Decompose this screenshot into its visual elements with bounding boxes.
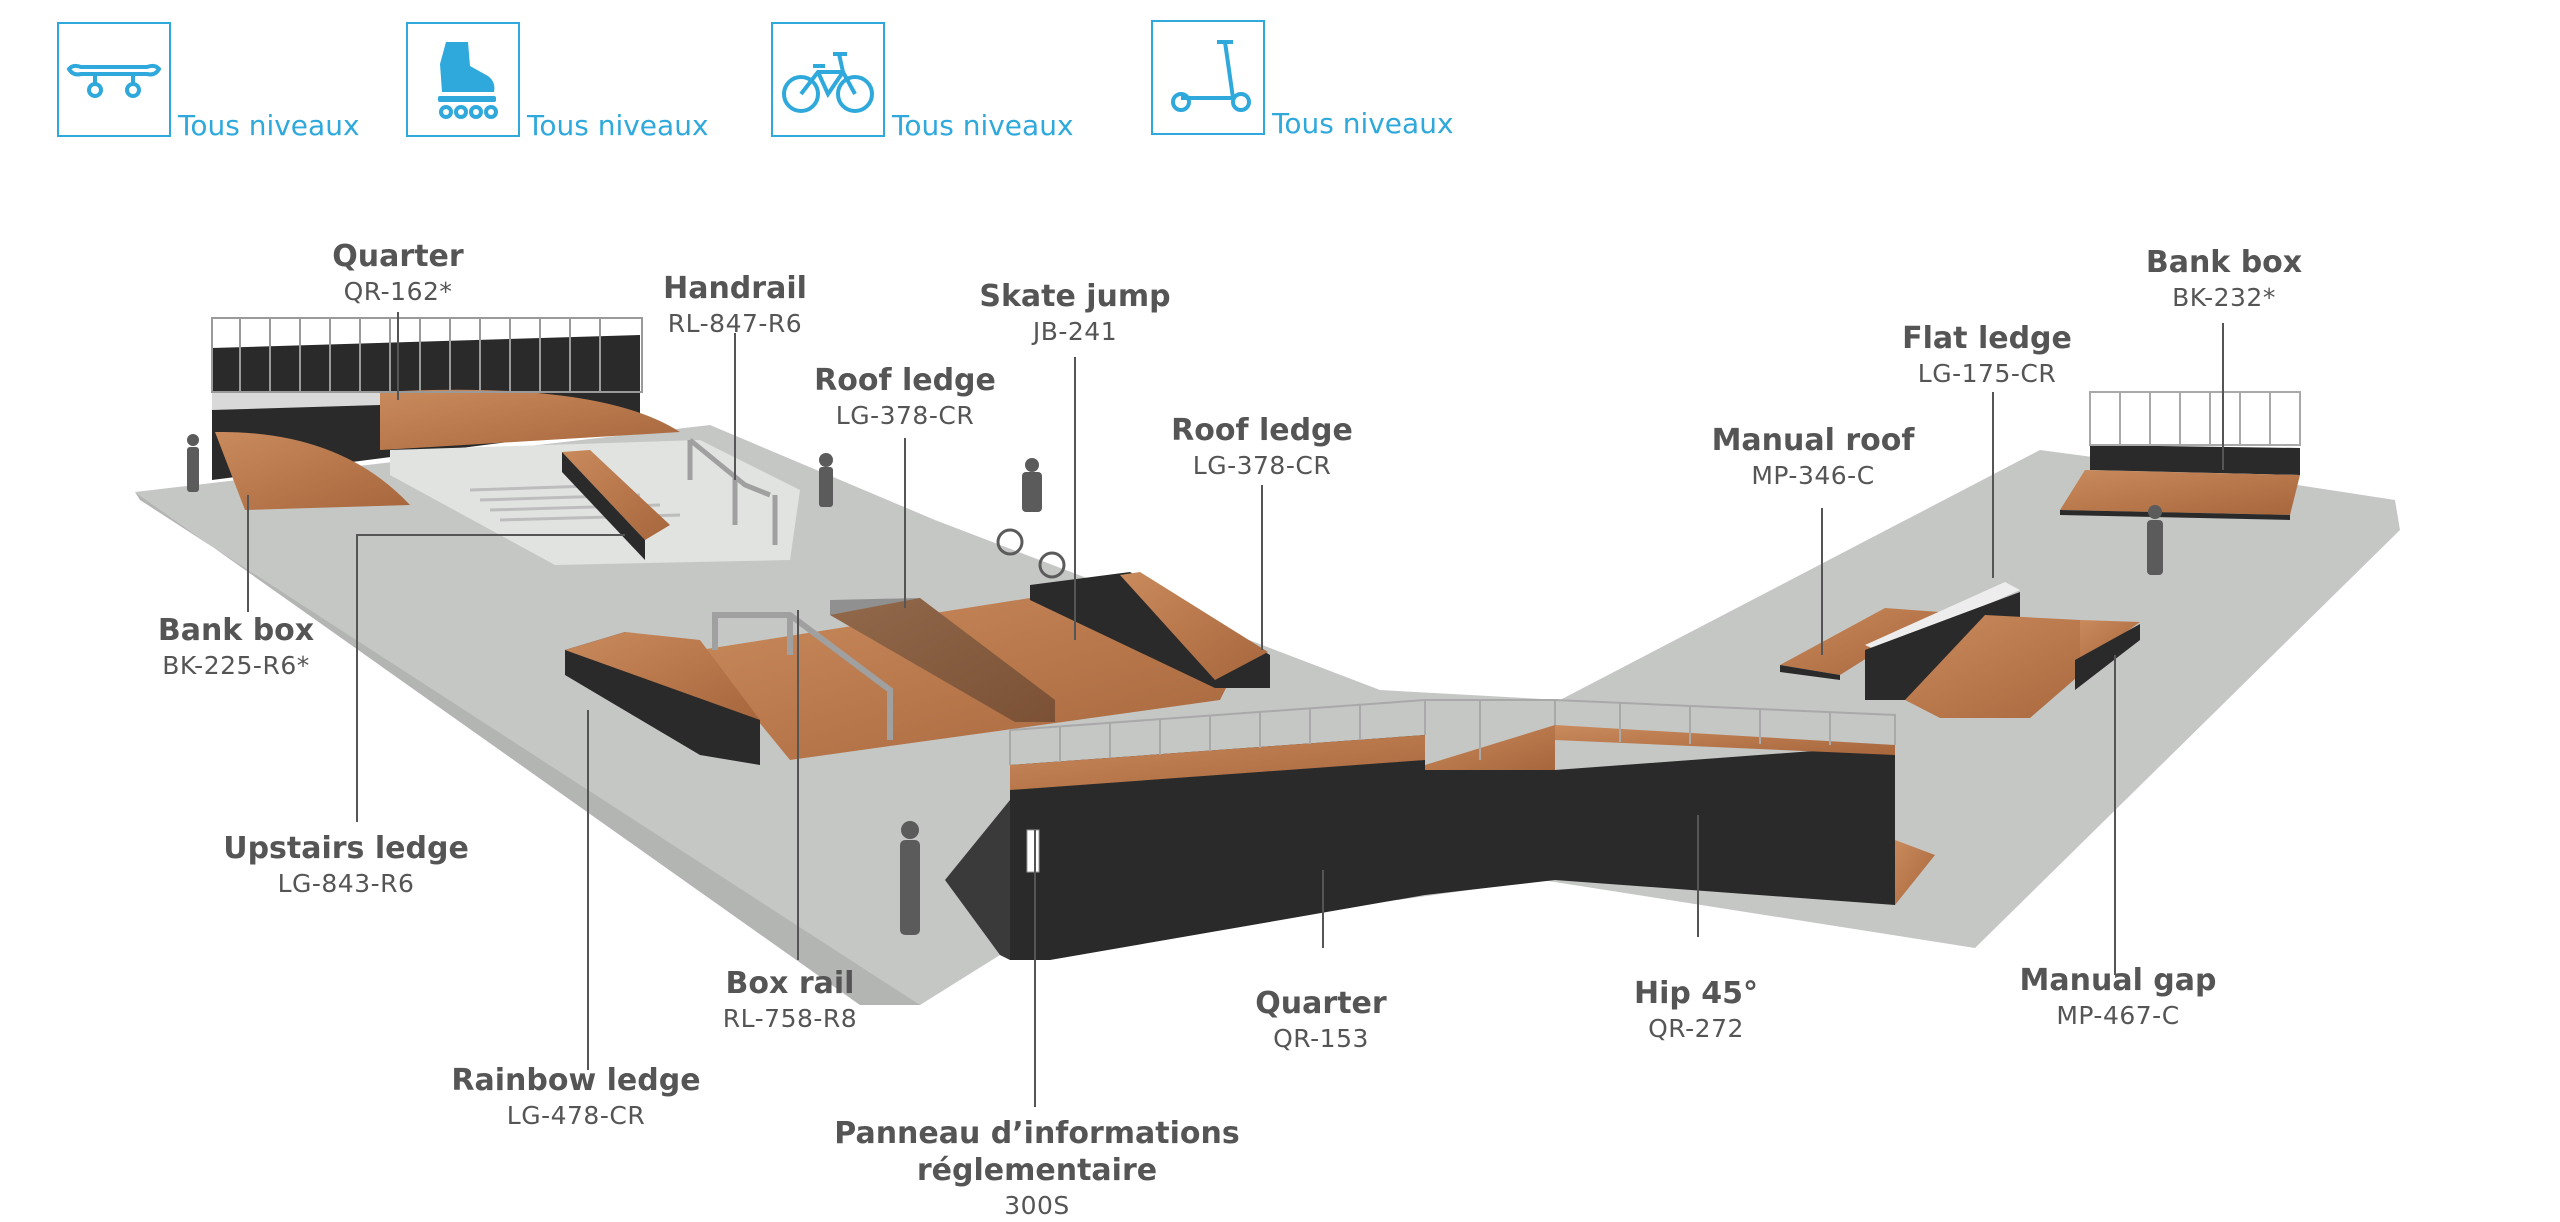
leader-lines	[247, 312, 2224, 1107]
module-name: Manual gap	[2019, 963, 2217, 998]
module-code: LG-378-CR	[835, 401, 975, 430]
module-label-information-panel: Panneau d’informations réglementaire 300…	[822, 1115, 1252, 1222]
module-code: LG-478-CR	[506, 1101, 646, 1130]
module-name: Box rail	[725, 966, 855, 1001]
module-label-handrail: Handrail RL-847-R6	[663, 270, 807, 340]
module-name: Flat ledge	[1902, 321, 2072, 356]
module-label-flat-ledge: Flat ledge LG-175-CR	[1902, 320, 2072, 390]
module-label-quarter-qr-162: Quarter QR-162*	[332, 238, 463, 308]
module-code: QR-162*	[343, 277, 453, 306]
bmx-bike-icon	[771, 22, 885, 137]
module-label-rainbow-ledge: Rainbow ledge LG-478-CR	[451, 1062, 700, 1132]
module-code: 300S	[1004, 1191, 1070, 1220]
module-code: LG-843-R6	[277, 869, 415, 898]
module-label-bank-box-bk-232: Bank box BK-232*	[2146, 244, 2302, 314]
bank-box-bk-232	[2060, 391, 2301, 520]
module-code: LG-175-CR	[1917, 359, 2057, 388]
module-name: Manual roof	[1711, 423, 1915, 458]
module-label-skate-jump: Skate jump JB-241	[979, 278, 1170, 348]
quarter-hip-deck	[945, 698, 1935, 960]
level-label: Tous niveaux	[178, 109, 360, 142]
module-code: BK-232*	[2172, 283, 2276, 312]
central-funbox	[565, 572, 1270, 765]
module-label-upstairs-ledge: Upstairs ledge LG-843-R6	[223, 830, 469, 900]
people-silhouettes	[187, 434, 2163, 935]
scooter-icon	[1151, 20, 1265, 135]
level-label: Tous niveaux	[1272, 107, 1454, 140]
roller-skate-icon	[406, 22, 520, 137]
module-name: Quarter	[332, 239, 464, 274]
right-manual-modules	[1780, 582, 2140, 718]
module-name: Panneau d’informations réglementaire	[834, 1116, 1240, 1188]
module-code: JB-241	[1032, 317, 1118, 346]
module-code: QR-153	[1273, 1024, 1369, 1053]
module-code: BK-225-R6*	[162, 651, 310, 680]
module-label-quarter-qr-153: Quarter QR-153	[1255, 985, 1386, 1055]
module-name: Bank box	[2145, 245, 2303, 280]
module-code: RL-847-R6	[667, 309, 803, 338]
module-code: LG-378-CR	[1192, 451, 1332, 480]
module-label-manual-gap: Manual gap MP-467-C	[2020, 962, 2217, 1032]
module-label-roof-ledge-left: Roof ledge LG-378-CR	[814, 362, 996, 432]
module-name: Skate jump	[979, 279, 1171, 314]
quarter-qr-162	[211, 317, 680, 510]
module-code: QR-272	[1648, 1014, 1744, 1043]
module-label-roof-ledge-right: Roof ledge LG-378-CR	[1171, 412, 1353, 482]
module-label-hip-45: Hip 45° QR-272	[1634, 975, 1758, 1045]
module-code: MP-467-C	[2056, 1001, 2180, 1030]
module-label-bank-box-bk-225: Bank box BK-225-R6*	[158, 612, 314, 682]
module-code: RL-758-R8	[722, 1004, 858, 1033]
module-label-box-rail: Box rail RL-758-R8	[723, 965, 857, 1035]
module-name: Handrail	[663, 271, 807, 306]
level-label: Tous niveaux	[892, 109, 1074, 142]
module-name: Roof ledge	[1171, 413, 1353, 448]
module-name: Roof ledge	[814, 363, 996, 398]
module-name: Upstairs ledge	[223, 831, 469, 866]
module-code: MP-346-C	[1751, 461, 1875, 490]
upstairs-ledge-module	[390, 438, 800, 565]
level-label: Tous niveaux	[527, 109, 709, 142]
module-name: Hip 45°	[1633, 976, 1759, 1011]
module-name: Rainbow ledge	[451, 1063, 701, 1098]
module-name: Quarter	[1255, 986, 1387, 1021]
module-name: Bank box	[157, 613, 315, 648]
module-label-manual-roof: Manual roof MP-346-C	[1712, 422, 1915, 492]
skateboard-icon	[57, 22, 171, 137]
